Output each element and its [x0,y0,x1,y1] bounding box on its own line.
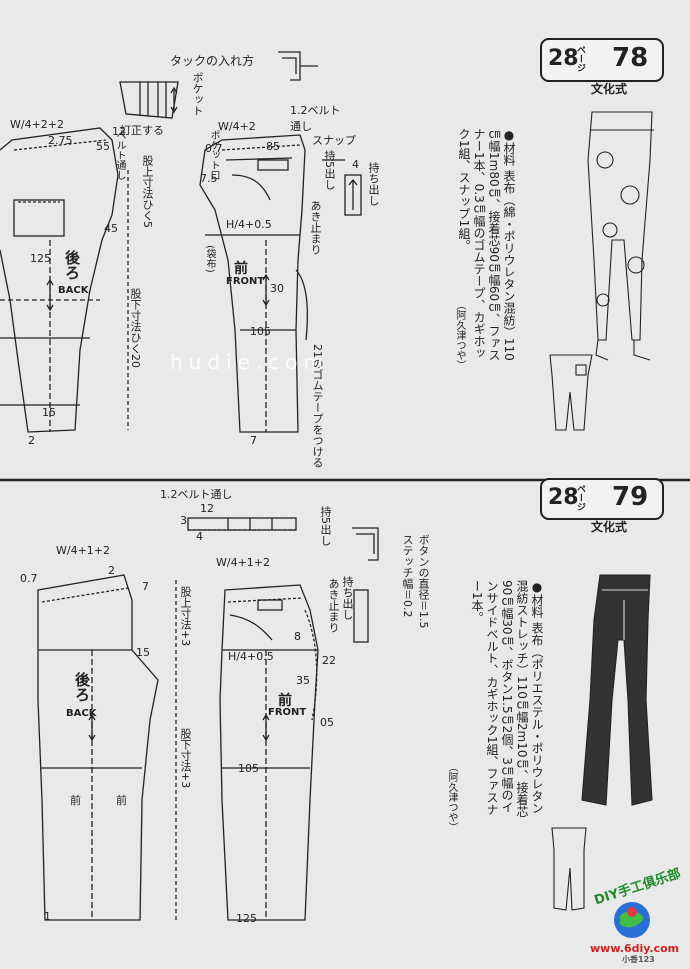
dim-15: 15 [42,406,56,419]
top-front-en: FRONT [226,276,265,287]
bottom-front-jp: 前 [278,693,292,709]
crotch-lower-label: 股下寸法ひく20 [129,288,142,368]
bottom-back-jp: 後ろ [73,672,91,702]
dim-h4-top-front: H/4+0.5 [226,218,272,231]
dim-125-b: 125 [236,912,257,925]
bottom-front-en: FRONT [268,707,307,718]
badge-page-num: 28 [548,485,579,510]
dim-05-b: 05 [320,716,334,729]
brand-sub: 小香123 [622,955,655,964]
watermark: hudie.com [170,350,329,374]
pocket-label: ポケット [191,72,204,116]
designer-79: （阿久津つや） [446,762,457,832]
akidomari-label-b: あき止まり [327,578,340,633]
dim-w4-bottom-back: W/4+1+2 [56,544,111,557]
badge-page-num: 28 [548,46,579,71]
bottom-side-front-1: 前 [70,794,81,807]
stitch-note: ステッチ幅＝0.2 [401,534,414,618]
dim-275: 2.75 [48,134,73,147]
materials-78: ●材料 表布（綿・ポリウレタン混紡）110㎝幅1m80㎝、接着芯90㎝幅60㎝、… [457,128,516,362]
dim-12: 12 [112,125,126,138]
top-back-jp: 後ろ [63,250,81,280]
snap-label: スナップ [312,134,356,147]
sode-label: (袋布) [204,245,215,273]
bottom-back-en: BACK [66,708,97,719]
top-back-pattern [0,127,129,433]
correct-label: 訂正する [120,124,164,137]
belt-loop-label: 1.2ベルト通し [290,104,341,133]
brand-url: www.6diy.com [590,942,680,955]
badge-method-78: 文化式 [591,82,628,96]
dim-4: 4 [352,158,359,171]
elastic-label: 21のゴムテープをつける [311,344,324,468]
dim-1-b: 1 [44,910,51,923]
belt-loop-detail [187,517,297,531]
dim-105-b: 105 [238,762,259,775]
top-back-en: BACK [58,285,89,296]
dim-2: 2 [28,434,35,447]
dim-7: 7 [250,434,257,447]
dim-3-b: 3 [180,514,187,527]
bottom-front-pattern [219,584,319,921]
brand-logo: DIY手工俱乐部 www.6diy.com 小香123 [590,862,683,964]
dim-75: 7.5 [200,172,218,185]
crotch-upper-label-b: 股上寸法+3 [179,586,192,647]
badge-pattern-no: 79 [612,482,649,512]
dim-105: 105 [250,325,271,338]
top-front-jp: 前 [234,261,248,277]
button-note: ボタンの直径＝1.5 [417,534,430,629]
badge-page-kana: ページ [575,45,585,72]
tuck-title: タックの入れ方 [170,54,255,68]
dim-125: 125 [30,252,51,265]
dim-h4-bottom-front: H/4+0.5 [228,650,274,663]
bottom-stay-detail [352,527,379,643]
mochi-dashi-label-2: 持ち出し [367,162,380,206]
dim-35-b: 35 [296,674,310,687]
dim-4-b: 4 [196,530,203,543]
dim-w4-top-front: W/4+2 [218,120,256,133]
crotch-lower-label-b: 股下寸法+3 [179,728,192,789]
pocket-stay-detail [278,51,318,81]
top-placket-detail [322,159,362,216]
pattern-badge-78: 28 ページ 78 [540,38,664,82]
badge-method-79: 文化式 [591,520,628,534]
dim-12-b: 12 [200,502,214,515]
bottom-side-front-2: 前 [116,794,127,807]
dim-w4-top-back: W/4+2+2 [10,118,65,131]
belt-loop-label-b: 1.2ベルト通し [160,488,233,501]
dim-7-b: 7 [142,580,149,593]
dim-15-b: 15 [136,646,150,659]
top-front-pattern [199,134,309,433]
pattern-badge-79: 28 ページ 79 [540,478,664,520]
bottom-illustration-pants [551,574,653,911]
dim-45: 45 [104,222,118,235]
brand-globe-icon [614,902,650,938]
dim-07: 0.7 [205,142,223,155]
dim-07-b: 0.7 [20,572,38,585]
materials-79: ●材料 表布（ポリエステル・ポリウレタン混紡ストレッチ）110㎝幅2m10㎝、接… [470,580,544,818]
designer-78: （阿久津つや） [454,300,465,370]
belt-loop-label-2: ベルト通し [114,130,125,180]
dim-22-b: 22 [322,654,336,667]
mochi5-label-b: 持5出し [319,506,332,546]
dim-8-b: 8 [294,630,301,643]
mochi-dashi-label: 持5出し [323,150,336,190]
dim-85: 85 [266,140,280,153]
bottom-back-pattern [37,574,177,921]
dim-2-b: 2 [108,564,115,577]
tuck-detail [119,81,179,119]
dim-55: 55 [96,140,110,153]
dim-30: 30 [270,282,284,295]
crotch-upper-label: 股上寸法ひく5 [141,155,154,228]
pocket-mouth-label: ポケット口 [208,130,219,180]
akidomari-label: あき止まり [309,200,322,255]
badge-pattern-no: 78 [612,43,649,73]
mochi-dashi-label-b: 持ち出し [341,576,354,620]
top-illustration-pants [549,111,654,431]
badge-page-kana: ページ [575,484,585,511]
dim-w4-bottom-front: W/4+1+2 [216,556,271,569]
